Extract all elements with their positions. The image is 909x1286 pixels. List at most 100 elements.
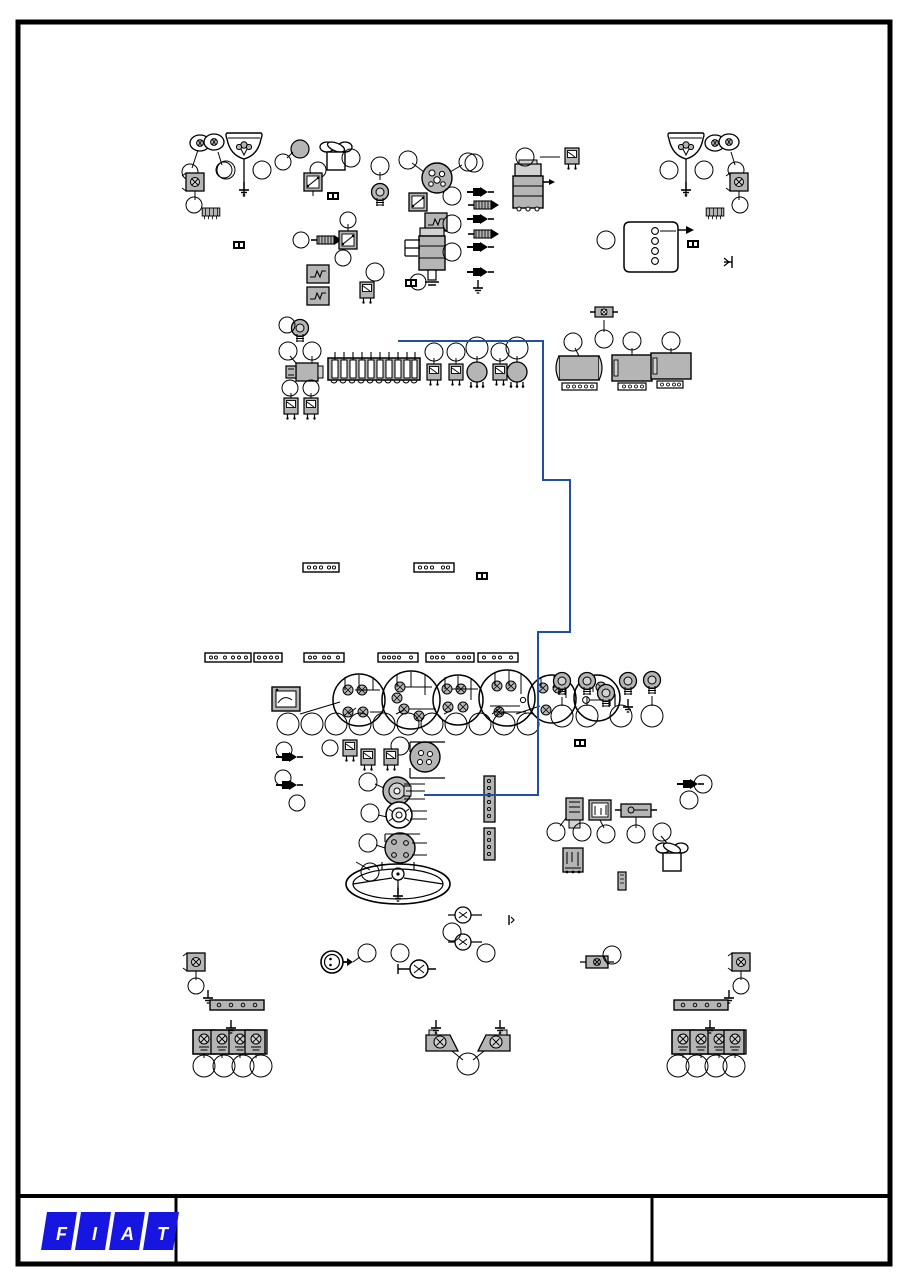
connector-strip-icon[interactable]: [561, 382, 598, 391]
lower-center-devices[interactable]: [320, 906, 622, 979]
callout-balloon[interactable]: [278, 341, 298, 361]
connector-strip-icon[interactable]: [377, 652, 419, 663]
callout-balloon[interactable]: [360, 862, 380, 882]
callout-balloon[interactable]: [358, 833, 378, 853]
module-chip-icon[interactable]: [574, 739, 586, 747]
callout-balloon[interactable]: [390, 736, 410, 756]
connector-strip-icon[interactable]: [617, 382, 647, 391]
callout-balloon[interactable]: [185, 196, 203, 214]
right-sensor-row[interactable]: [550, 670, 664, 748]
callout-balloon[interactable]: [596, 824, 616, 844]
module-chip-icon[interactable]: [327, 192, 339, 200]
callout-balloon[interactable]: [424, 342, 444, 362]
highlighted-harness-route[interactable]: [398, 340, 571, 796]
callout-balloon[interactable]: [281, 379, 299, 397]
ignition-switch-icon[interactable]: [385, 801, 413, 829]
fog-lamp-icon[interactable]: [189, 133, 225, 152]
fog-lamp-icon[interactable]: [704, 133, 740, 152]
callout-balloon[interactable]: [550, 704, 574, 728]
connector-strip-icon[interactable]: [477, 652, 519, 663]
module-chip-icon[interactable]: [687, 240, 699, 248]
callout-balloon[interactable]: [546, 822, 566, 842]
rear-right-lamp-assembly[interactable]: [666, 952, 751, 1078]
buzzer-icon[interactable]: [448, 933, 482, 951]
ribbon-connector-icon[interactable]: [483, 775, 496, 823]
flasher-unit-icon[interactable]: [306, 264, 330, 284]
mid-sheet-connectors[interactable]: [302, 562, 488, 580]
switch-icon[interactable]: [303, 172, 323, 192]
callout-balloon[interactable]: [594, 329, 614, 349]
callout-balloon[interactable]: [274, 769, 292, 787]
callout-balloon[interactable]: [275, 741, 293, 759]
callout-balloon[interactable]: [490, 342, 510, 362]
callout-balloon[interactable]: [357, 943, 377, 963]
fuse-link-icon[interactable]: [580, 955, 614, 969]
callout-balloon[interactable]: [458, 152, 478, 172]
module-chip-icon[interactable]: [476, 572, 488, 580]
electronic-control-modules[interactable]: [555, 306, 692, 391]
connector-strip-icon[interactable]: [656, 380, 684, 389]
steering-column-assembly[interactable]: [345, 736, 496, 905]
callout-balloon[interactable]: [442, 186, 462, 206]
front-right-lighting-cluster[interactable]: [596, 132, 749, 273]
connector-strip-icon[interactable]: [413, 562, 455, 573]
callout-balloon[interactable]: [456, 1052, 480, 1076]
resistor-pack-icon[interactable]: [615, 803, 657, 818]
callout-balloon[interactable]: [252, 160, 272, 180]
callout-balloon[interactable]: [575, 704, 599, 728]
callout-balloon[interactable]: [505, 336, 529, 360]
right-mid-modules[interactable]: [546, 774, 713, 891]
switch-icon[interactable]: [338, 230, 358, 250]
callout-balloon[interactable]: [358, 772, 378, 792]
engine-bay-components[interactable]: [274, 139, 580, 306]
callout-balloon[interactable]: [278, 316, 296, 334]
ecu-module-icon[interactable]: [555, 355, 603, 381]
connector-strip-icon[interactable]: [425, 652, 475, 663]
rear-left-lamp-assembly[interactable]: [182, 952, 273, 1078]
callout-balloon[interactable]: [731, 196, 749, 214]
rear-lamp-cell-icon[interactable]: [244, 1029, 268, 1055]
plug-icon[interactable]: [723, 256, 733, 268]
callout-balloon[interactable]: [679, 790, 699, 810]
connector-strip-icon[interactable]: [201, 207, 221, 220]
hvac-module-icon[interactable]: [562, 847, 584, 874]
callout-balloon[interactable]: [732, 977, 750, 995]
callout-balloon[interactable]: [249, 1054, 273, 1078]
callout-balloon[interactable]: [622, 331, 642, 351]
callout-balloon[interactable]: [465, 336, 489, 360]
flasher-unit-icon[interactable]: [306, 286, 330, 306]
callout-balloon[interactable]: [685, 1054, 709, 1078]
callout-balloon[interactable]: [231, 1054, 255, 1078]
gauge-icon[interactable]: [432, 674, 484, 726]
ecu-module-icon[interactable]: [611, 354, 653, 382]
ribbon-connector-icon[interactable]: [483, 827, 496, 861]
callout-balloon[interactable]: [596, 230, 616, 250]
connector-strip-icon[interactable]: [302, 562, 340, 573]
callout-balloon[interactable]: [334, 249, 352, 267]
callout-balloon[interactable]: [704, 1054, 728, 1078]
callout-balloon[interactable]: [390, 943, 410, 963]
callout-balloon[interactable]: [693, 774, 713, 794]
connector-strip-icon[interactable]: [253, 652, 283, 663]
callout-balloon[interactable]: [442, 922, 462, 942]
callout-balloon[interactable]: [321, 739, 339, 757]
callout-balloon[interactable]: [476, 943, 496, 963]
callout-balloon[interactable]: [659, 160, 679, 180]
callout-balloon[interactable]: [370, 156, 390, 176]
cluster-callout-row[interactable]: [276, 712, 540, 736]
column-switch-icon[interactable]: [409, 741, 441, 773]
callout-balloon[interactable]: [187, 977, 205, 995]
callout-balloon[interactable]: [602, 945, 622, 965]
callout-balloon[interactable]: [302, 379, 320, 397]
callout-balloon[interactable]: [216, 160, 236, 180]
callout-balloon[interactable]: [339, 211, 357, 229]
gauge-icon[interactable]: [332, 673, 386, 727]
callout-balloon[interactable]: [442, 242, 462, 262]
callout-balloon[interactable]: [515, 147, 535, 167]
ecu-module-icon[interactable]: [650, 352, 692, 380]
connector-strip-icon[interactable]: [705, 207, 725, 220]
callout-balloon[interactable]: [288, 794, 306, 812]
connector-strip-icon[interactable]: [209, 999, 265, 1011]
callout-balloon[interactable]: [626, 824, 646, 844]
left-mid-connectors[interactable]: [274, 739, 358, 812]
